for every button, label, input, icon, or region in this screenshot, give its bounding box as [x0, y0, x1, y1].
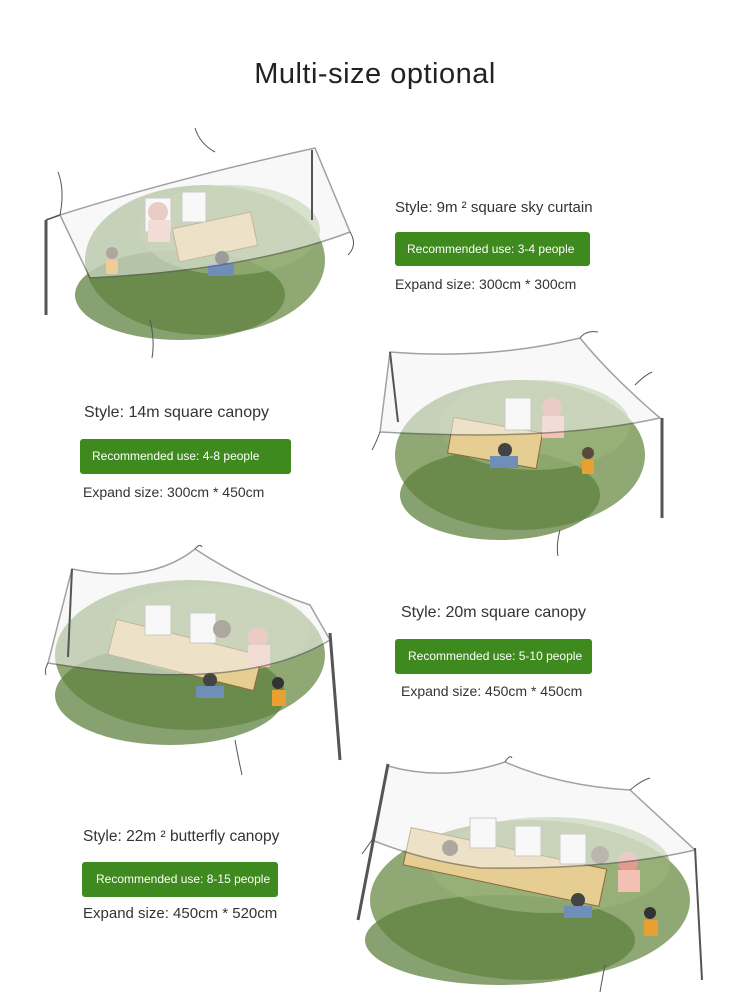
recommended-use-badge: Recommended use: 8-15 people — [82, 862, 279, 897]
recommended-use-badge: Recommended use: 3-4 people — [395, 232, 591, 266]
spec-20m: Style: 20m square canopy Recommended use… — [395, 604, 593, 699]
spec-9m: Style: 9m ² square sky curtain Recommend… — [395, 199, 593, 292]
canopy-illustration-9m — [44, 127, 354, 359]
expand-size-label: Expand size: 450cm * 450cm — [401, 683, 583, 699]
canopy-illustration-14m — [371, 331, 664, 557]
expand-size-label: Expand size: 450cm * 520cm — [83, 905, 278, 922]
expand-size-label: Expand size: 300cm * 300cm — [395, 276, 577, 292]
style-label: Style: 9m ² square sky curtain — [395, 199, 593, 216]
style-label: Style: 22m ² butterfly canopy — [83, 828, 280, 845]
spec-14m: Style: 14m square canopy Recommended use… — [80, 404, 292, 500]
recommended-use-badge: Recommended use: 4-8 people — [80, 439, 292, 474]
canopy-illustration-20m — [44, 545, 342, 776]
expand-size-label: Expand size: 300cm * 450cm — [83, 484, 265, 500]
spec-22m: Style: 22m ² butterfly canopy Recommende… — [82, 828, 280, 922]
page-title: Multi-size optional — [254, 58, 496, 90]
style-label: Style: 20m square canopy — [401, 604, 586, 621]
recommended-use-badge: Recommended use: 5-10 people — [395, 639, 593, 674]
style-label: Style: 14m square canopy — [84, 404, 269, 421]
canopy-illustration-22m — [356, 756, 703, 993]
